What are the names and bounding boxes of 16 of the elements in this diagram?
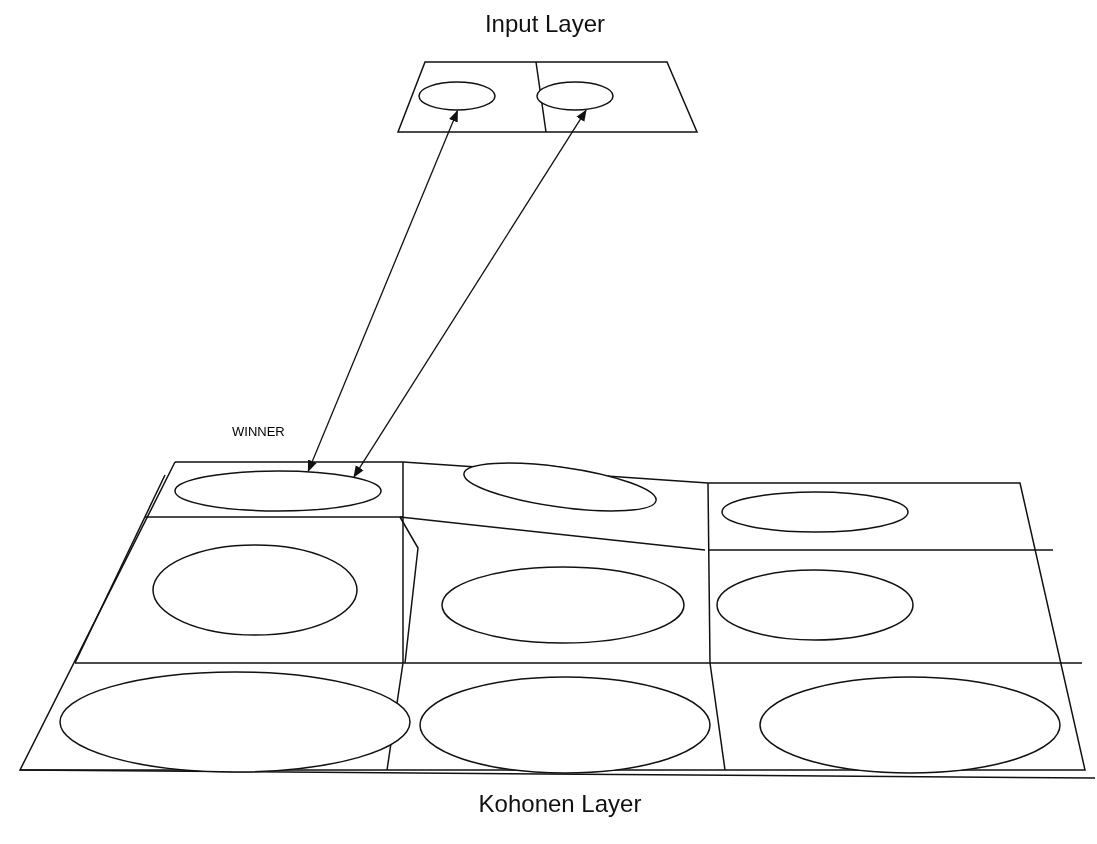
double-arrow bbox=[353, 109, 587, 478]
neuron-ellipse bbox=[59, 671, 411, 773]
neuron-ellipse bbox=[716, 569, 914, 641]
neuron-ellipse bbox=[536, 81, 614, 111]
neuron-ellipse bbox=[441, 566, 685, 644]
double-arrow bbox=[307, 109, 459, 472]
layer-title: Kohonen Layer bbox=[478, 790, 642, 818]
neuron-ellipse bbox=[721, 491, 909, 533]
layer-plane bbox=[398, 62, 698, 134]
neuron-ellipse bbox=[418, 81, 496, 111]
neuron-ellipse bbox=[152, 544, 358, 636]
layer-title: Input Layer bbox=[484, 10, 606, 38]
neuron-ellipse bbox=[174, 470, 382, 512]
neuron-ellipse bbox=[759, 676, 1061, 774]
neuron-ellipse bbox=[419, 676, 711, 774]
winner-label: WINNER bbox=[232, 424, 285, 439]
